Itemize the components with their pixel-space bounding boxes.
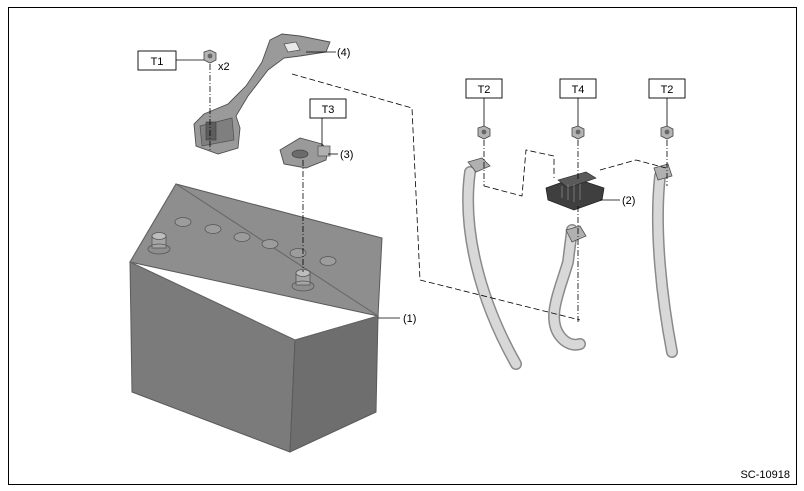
t2-left-nut bbox=[477, 125, 491, 140]
assembly-lines bbox=[209, 64, 668, 322]
battery bbox=[129, 183, 383, 453]
left-cable bbox=[462, 157, 522, 370]
t1-nut bbox=[203, 49, 217, 64]
torque-label-t2-right: T2 bbox=[648, 78, 686, 99]
callout-2: (2) bbox=[622, 195, 635, 207]
callout-3: (3) bbox=[340, 149, 353, 161]
torque-label-t3: T3 bbox=[309, 98, 347, 119]
terminal-clamp bbox=[279, 137, 331, 169]
svg-text:T1: T1 bbox=[151, 56, 164, 68]
svg-text:T2: T2 bbox=[478, 84, 491, 96]
hold-down-bracket bbox=[193, 33, 331, 155]
quantity-label: x2 bbox=[218, 61, 230, 73]
right-cable bbox=[651, 163, 678, 358]
t2-right-nut bbox=[660, 125, 674, 140]
torque-label-t1: T1 bbox=[137, 50, 177, 71]
torque-label-t4: T4 bbox=[559, 78, 597, 99]
torque-label-t2-left: T2 bbox=[465, 78, 503, 99]
positive-post bbox=[291, 269, 315, 292]
svg-text:T2: T2 bbox=[661, 84, 674, 96]
callout-4: (4) bbox=[337, 47, 350, 59]
negative-post bbox=[147, 232, 171, 255]
callout-1: (1) bbox=[403, 313, 416, 325]
leader-lines bbox=[176, 51, 668, 319]
terminal-block bbox=[545, 171, 605, 211]
figure-id: SC-10918 bbox=[740, 469, 790, 481]
t4-nut bbox=[571, 125, 585, 140]
middle-cable bbox=[548, 224, 587, 351]
svg-text:T3: T3 bbox=[322, 104, 335, 116]
svg-text:T4: T4 bbox=[572, 84, 585, 96]
